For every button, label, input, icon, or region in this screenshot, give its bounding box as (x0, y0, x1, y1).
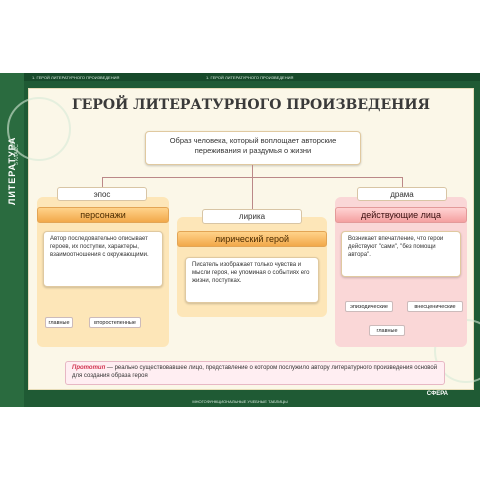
strip-center: 1. ГЕРОЙ ЛИТЕРАТУРНОГО ПРОИЗВЕДЕНИЯ (206, 75, 294, 80)
epos-chip-main: главные (45, 317, 73, 328)
epos-chip-secondary: второстепенные (89, 317, 141, 328)
brand-logo: СФЕРА (426, 391, 448, 397)
poster: ЛИТЕРАТУРА 5 КЛАСС 1. ГЕРОЙ ЛИТЕРАТУРНОГ… (0, 73, 480, 407)
lyrics-description: Писатель изображает только чувства и мыс… (185, 257, 319, 303)
connector (402, 177, 403, 187)
prototype-note: Прототип — реально существовавшее лицо, … (65, 361, 445, 385)
connector (252, 177, 253, 211)
drama-chip-episodic: эпизодические (345, 301, 393, 312)
term-characters: персонажи (37, 207, 169, 223)
connector (252, 165, 253, 177)
genre-lyrics: лирика (202, 209, 302, 224)
definition-box: Образ человека, который воплощает авторс… (145, 131, 361, 165)
connector (102, 177, 103, 187)
drama-chip-offstage: внесценические (407, 301, 463, 312)
top-strip (24, 73, 480, 81)
term-dramatis-personae: действующие лица (335, 207, 467, 223)
drama-description: Возникает впечатление, что герои действу… (341, 231, 461, 277)
drama-chip-main: главные (369, 325, 405, 336)
genre-drama: драма (357, 187, 447, 201)
epos-description: Автор последовательно описывает героев, … (43, 231, 163, 287)
page-title: ГЕРОЙ ЛИТЕРАТУРНОГО ПРОИЗВЕДЕНИЯ (72, 97, 430, 113)
term-lyrical-hero: лирический герой (177, 231, 327, 247)
genre-epos: эпос (57, 187, 147, 201)
note-term: Прототип (72, 365, 106, 371)
strip-left: 1. ГЕРОЙ ЛИТЕРАТУРНОГО ПРОИЗВЕДЕНИЯ (32, 75, 120, 80)
content-panel: ГЕРОЙ ЛИТЕРАТУРНОГО ПРОИЗВЕДЕНИЯ Образ ч… (7, 88, 480, 390)
ornament-left (7, 97, 71, 161)
note-text: — реально существовавшее лицо, представл… (72, 365, 438, 379)
footer-text: МНОГОФУНКЦИОНАЛЬНЫЕ УЧЕБНЫЕ ТАБЛИЦЫ (192, 399, 288, 404)
